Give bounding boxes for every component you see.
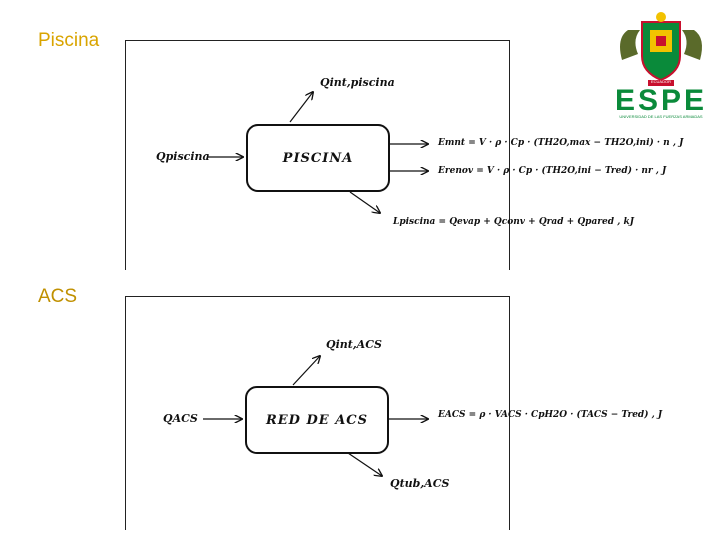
eq-emnt: Emnt = V · ρ · Cp · (TH2O,max − TH2O,ini… [438, 138, 684, 148]
piscina-top-label: Qint,piscina [320, 76, 395, 89]
piscina-box: PISCINA [246, 124, 390, 192]
frame-left-acs [125, 296, 126, 530]
section-title-acs: ACS [38, 286, 78, 307]
logo-badge: ECUADOR [650, 79, 671, 84]
arrow-top-piscina [289, 92, 313, 123]
arrow-top-acs [292, 356, 320, 386]
eq-eacs: EACS = ρ · VACS · CpH2O · (TACS − Tred) … [438, 410, 663, 420]
frame-right-acs [509, 296, 510, 530]
acs-box: RED DE ACS [245, 386, 389, 454]
crest-icon [620, 12, 702, 86]
logo-brand: ESPE [614, 84, 708, 117]
section-title-piscina: Piscina [38, 30, 100, 51]
frame-right-piscina [509, 40, 510, 270]
arrow-out3-piscina [349, 191, 380, 213]
logo-subtitle: UNIVERSIDAD DE LAS FUERZAS ARMADAS [619, 114, 703, 119]
espe-logo: ECUADOR ESPE UNIVERSIDAD DE LAS FUERZAS … [606, 8, 716, 120]
acs-top-label: Qint,ACS [326, 338, 382, 351]
arrow-bottom-acs [347, 452, 382, 476]
piscina-input-label: Qpiscina [156, 150, 210, 163]
frame-left-piscina [125, 40, 126, 270]
acs-bottom-label: Qtub,ACS [390, 477, 450, 490]
frame-top-piscina [125, 40, 510, 41]
eq-lpiscina: Lpiscina = Qevap + Qconv + Qrad + Qpared… [393, 217, 634, 227]
eq-erenov: Erenov = V · ρ · Cp · (TH2O,ini − Tred) … [438, 166, 667, 176]
acs-input-label: QACS [163, 412, 198, 425]
frame-top-acs [125, 296, 510, 297]
